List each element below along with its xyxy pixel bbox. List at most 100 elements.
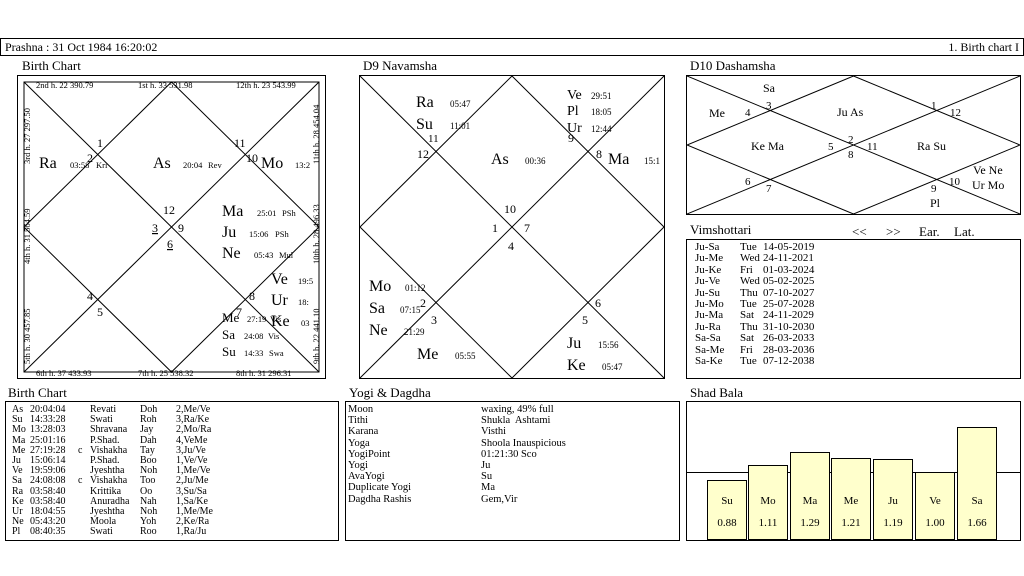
longitude-cell: 03:58:40 (30, 495, 66, 507)
dasha-day: Fri (740, 343, 753, 356)
syllable-cell: Yoh (140, 516, 157, 528)
yogi-label: AvaYogi (348, 471, 385, 483)
svg-text:18:05: 18:05 (591, 107, 612, 117)
svg-text:Ke: Ke (271, 313, 290, 330)
svg-text:Ve: Ve (567, 88, 582, 103)
house-number: 7 (766, 183, 772, 195)
planet-cell: Pl (12, 526, 21, 538)
planet-cell: Ve (12, 465, 23, 477)
nakshatra-cell: Vishakha (90, 475, 128, 487)
prev-button[interactable]: << (852, 224, 867, 239)
house-number: 5 (828, 141, 834, 153)
pada-lords-cell: 3,Su/Sa (176, 485, 207, 497)
svg-text:15:06: 15:06 (249, 229, 268, 239)
dasha-day: Fri (740, 263, 753, 276)
svg-text:18:: 18: (298, 297, 309, 307)
planet-group: Ke Ma (751, 139, 785, 153)
syllable-cell: Oo (140, 485, 153, 497)
dasha-date: 07-12-2038 (763, 355, 815, 367)
diagonal-line (23, 81, 320, 373)
longitude-cell: 13:28:03 (30, 424, 66, 436)
longitude-cell: 19:59:06 (30, 465, 66, 477)
pada-lords-cell: 2,Mo/Ra (176, 424, 212, 436)
svg-text:Ra: Ra (416, 94, 434, 111)
planet-cell: Mo (12, 424, 26, 436)
bar-label: Sa (971, 495, 983, 507)
nakshatra-cell: Jyeshtha (90, 506, 125, 517)
diagonal-line (686, 75, 1021, 215)
svg-text:05:43: 05:43 (254, 250, 273, 260)
birth-chart-panel[interactable]: 2nd h. 22 390.79 1st h. 33 531.98 12th h… (17, 75, 326, 379)
house-number: 9 (568, 131, 574, 145)
planet-cell: Sa (12, 475, 22, 487)
svg-text:Mo: Mo (369, 278, 391, 295)
dasha-day: Sat (740, 309, 755, 322)
pada-lords-cell: 1,Me/Ve (176, 465, 211, 477)
svg-text:As: As (491, 151, 509, 168)
svg-text:00:36: 00:36 (525, 156, 546, 166)
svg-text:07:15: 07:15 (400, 305, 421, 315)
next-button[interactable]: >> (886, 224, 901, 239)
pada-lords-cell: 1,Ve/Ve (176, 455, 208, 466)
nakshatra-cell: P.Shad. (90, 434, 120, 446)
dasha-period: Sa-Sa (695, 332, 721, 345)
bar-value: 1.11 (758, 517, 778, 529)
bar-value: 1.19 (883, 517, 903, 529)
house-number: 6 (595, 296, 601, 310)
dasha-period: Ju-Su (695, 286, 721, 299)
dasha-date: 24-11-2029 (763, 309, 814, 322)
yogi-value: Shoola Inauspicious (481, 437, 566, 449)
house-number: 8 (249, 289, 255, 303)
house-number: 1 (931, 100, 937, 112)
house-number: 12 (163, 203, 175, 217)
earlier-button[interactable]: Ear. (919, 224, 940, 239)
planet-cell: Ke (12, 495, 24, 507)
planet-cell: Ur (12, 506, 23, 517)
svg-text:Vis: Vis (268, 331, 279, 341)
navamsha-title: D9 Navamsha (363, 58, 438, 73)
nakshatra-cell: Shravana (90, 424, 128, 436)
later-button[interactable]: Lat. (954, 224, 975, 239)
svg-text:Mul: Mul (279, 250, 294, 260)
dasha-period: Ju-Ke (695, 263, 722, 276)
dashamsha-panel[interactable]: Sa Me Ju As Ke Ma Ra Su Ve Ne Ur Mo Pl 3… (685, 75, 1022, 215)
dasha-date: 24-11-2021 (763, 252, 814, 265)
house-number: 5 (582, 313, 588, 327)
dasha-date: 25-07-2028 (763, 298, 815, 310)
dashamsha-title: D10 Dashamsha (690, 58, 776, 73)
dasha-day: Thu (740, 320, 758, 333)
dasha-date: 14-05-2019 (763, 241, 815, 253)
bar-label: Ma (802, 495, 818, 507)
yogi-title: Yogi & Dagdha (349, 385, 431, 400)
svg-text:05:47: 05:47 (602, 362, 623, 372)
svg-text:Me: Me (222, 310, 240, 325)
svg-text:15:56: 15:56 (598, 340, 619, 350)
longitude-cell: 08:40:35 (30, 526, 66, 538)
yogi-label: Dagdha Rashis (348, 493, 412, 505)
svg-text:15:1: 15:1 (644, 156, 660, 166)
svg-text:Rev: Rev (208, 160, 222, 170)
longitude-cell: 05:43:20 (30, 516, 66, 528)
bar-value: 1.66 (967, 517, 987, 529)
svg-text:27:19: 27:19 (247, 314, 266, 324)
yogi-value: Visthi (481, 426, 507, 438)
svg-text:Ne: Ne (369, 322, 388, 339)
svg-text:03:58: 03:58 (70, 160, 89, 170)
chart-selector[interactable]: 1. Birth chart I (948, 40, 1019, 54)
dasha-day: Wed (740, 252, 760, 265)
svg-text:Ju: Ju (222, 224, 236, 241)
syllable-cell: Too (140, 475, 156, 487)
svg-text:05:47: 05:47 (450, 99, 471, 109)
